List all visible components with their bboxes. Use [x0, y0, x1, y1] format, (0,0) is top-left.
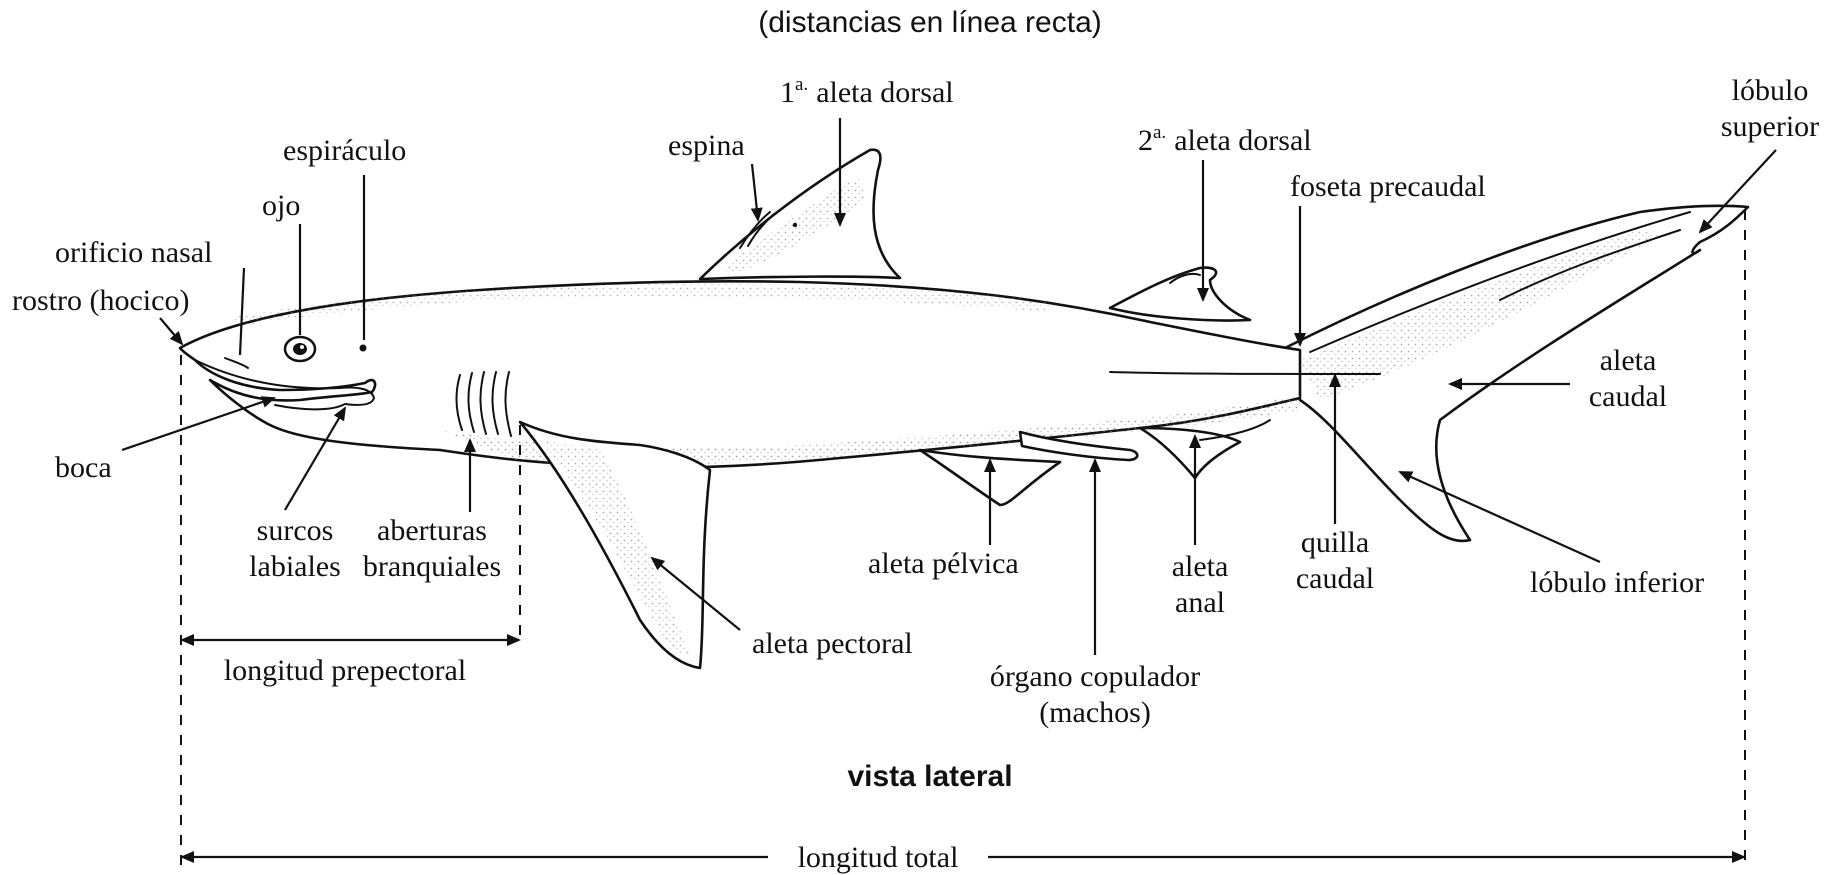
label-lobulo-inferior: lóbulo inferior — [1398, 470, 1704, 599]
espiraculo-label: espiráculo — [283, 134, 406, 167]
second-dorsal-text: aleta dorsal — [1174, 124, 1311, 157]
label-aberturas-branquiales: aberturas branquiales — [363, 438, 501, 583]
foseta-precaudal-label: foseta precaudal — [1290, 170, 1486, 203]
label-ojo: ojo — [262, 189, 302, 335]
ojo-label: ojo — [262, 189, 300, 222]
first-dorsal-num: 1 — [780, 76, 795, 109]
label-aleta-pelvica: aleta pélvica — [868, 458, 1019, 580]
svg-text:1a.aleta dorsal: 1a. aleta dorsal — [780, 74, 954, 109]
second-dorsal-fin — [1108, 266, 1252, 322]
quilla-label-1: quilla — [1301, 526, 1369, 559]
label-orificio-nasal: orificio nasal — [55, 236, 246, 356]
surcos-label-1: surcos — [257, 514, 334, 547]
lobulo-superior-label-2: superior — [1721, 110, 1819, 143]
organo-label-2: (machos) — [1039, 696, 1151, 729]
aberturas-label-1: aberturas — [377, 514, 487, 547]
quilla-label-2: caudal — [1296, 562, 1374, 595]
surcos-label-2: labiales — [249, 550, 341, 583]
first-dorsal-sup: a. — [795, 74, 808, 95]
label-aleta-caudal: aleta caudal — [1448, 344, 1667, 413]
espina-label: espina — [668, 129, 745, 162]
measure-total: longitud total — [180, 210, 1746, 874]
label-quilla-caudal: quilla caudal — [1296, 373, 1374, 595]
label-foseta-precaudal: foseta precaudal — [1290, 170, 1486, 347]
subtitle: (distancias en línea recta) — [758, 6, 1102, 39]
aleta-caudal-label-1: aleta — [1600, 344, 1657, 377]
orificio-nasal-label: orificio nasal — [55, 236, 212, 269]
label-boca: boca — [55, 396, 276, 484]
svg-text:2a.aleta dorsal: 2a. aleta dorsal — [1138, 122, 1312, 157]
label-espiraculo: espiráculo — [283, 134, 406, 340]
label-aleta-pectoral: aleta pectoral — [650, 556, 913, 660]
gill-slits — [455, 371, 512, 437]
lobulo-superior-label-1: lóbulo — [1732, 74, 1809, 107]
organo-label-1: órgano copulador — [990, 660, 1200, 693]
label-first-dorsal: 1a. aleta dorsal — [780, 74, 954, 227]
label-lobulo-superior: lóbulo superior — [1698, 74, 1819, 234]
second-dorsal-sup: a. — [1153, 122, 1166, 143]
aleta-anal-label-2: anal — [1175, 586, 1225, 619]
second-dorsal-num: 2 — [1138, 124, 1153, 157]
anal-fin — [1138, 426, 1242, 480]
rostro-label: rostro (hocico) — [12, 284, 189, 317]
spiracle — [359, 344, 367, 352]
label-organo-copulador: órgano copulador (machos) — [990, 458, 1200, 729]
label-second-dorsal: 2a. aleta dorsal — [1138, 122, 1312, 302]
aberturas-label-2: branquiales — [363, 550, 501, 583]
label-espina: espina — [668, 129, 763, 222]
eye — [283, 335, 317, 363]
boca-label: boca — [55, 451, 112, 484]
aleta-anal-label-1: aleta — [1172, 550, 1229, 583]
label-rostro: rostro (hocico) — [12, 284, 189, 346]
first-dorsal-text: aleta dorsal — [816, 76, 953, 109]
caudal-fin — [1283, 204, 1750, 543]
shark-body — [178, 148, 1750, 670]
clasper — [1018, 430, 1139, 462]
view-title: vista lateral — [847, 760, 1012, 793]
label-surcos-labiales: surcos labiales — [249, 406, 347, 583]
aleta-caudal-label-2: caudal — [1589, 380, 1667, 413]
lobulo-inferior-label: lóbulo inferior — [1530, 566, 1704, 599]
longitud-prepectoral-label: longitud prepectoral — [224, 654, 466, 687]
longitud-total-label: longitud total — [798, 841, 959, 874]
label-aleta-anal: aleta anal — [1172, 434, 1229, 619]
measure-prepectoral: longitud prepectoral — [180, 355, 521, 865]
aleta-pectoral-label: aleta pectoral — [752, 627, 913, 660]
aleta-pelvica-label: aleta pélvica — [868, 547, 1019, 580]
